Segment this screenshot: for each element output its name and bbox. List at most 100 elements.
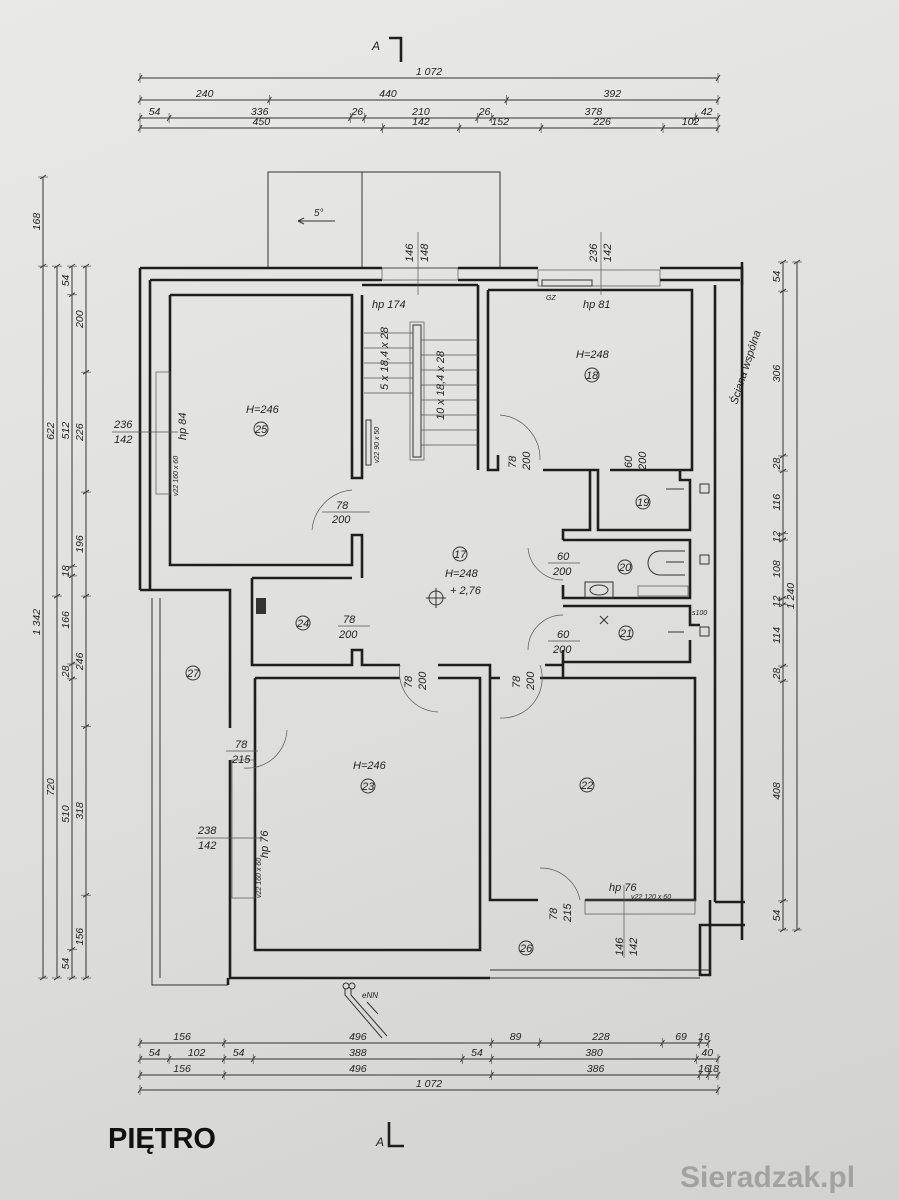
floor-title: PIĘTRO [108, 1123, 216, 1155]
dimension-value: 450 [253, 116, 271, 128]
section-marker-label: A [371, 39, 380, 53]
room-number: 26 [519, 943, 533, 955]
dimension-value: 166 [60, 611, 72, 629]
dimension-value: 408 [771, 782, 783, 800]
dimension-value: 156 [74, 928, 86, 946]
window-height: 148 [419, 243, 431, 262]
window-height: 142 [628, 938, 640, 956]
dimension-value: 1 240 [785, 583, 797, 609]
door-width: 78 [336, 500, 349, 512]
room-height: H=246 [246, 404, 280, 416]
dimension-value: 496 [349, 1031, 367, 1043]
ceiling-vent-icon [599, 615, 609, 625]
window-width: 236 [113, 419, 133, 431]
toilet-icon [647, 550, 685, 576]
door-height: 200 [331, 514, 351, 526]
dimension-value: 336 [251, 106, 269, 118]
dimension-value: 28 [771, 457, 783, 470]
door-width: 60 [557, 551, 570, 563]
room-height: H=248 [445, 568, 479, 580]
door-height: 215 [231, 754, 251, 766]
vent-label: v22 120 x 60 [631, 894, 671, 901]
dimension-value: 1 342 [31, 609, 43, 635]
room-number: 25 [254, 424, 268, 436]
dimension-value: 12 [771, 595, 783, 607]
chimney-icon [256, 598, 266, 614]
stair-treads [364, 332, 478, 446]
room-number: 19 [637, 497, 649, 509]
dimension-value: 210 [411, 106, 430, 118]
window-sill-height: hp 81 [583, 299, 611, 311]
dimension-value: 26 [478, 106, 491, 118]
window-sill-height: hp 84 [177, 412, 189, 440]
door-height: 200 [552, 644, 572, 656]
dimension-value: 196 [74, 535, 86, 553]
door-height: 200 [552, 566, 572, 578]
window-width: 146 [614, 937, 626, 956]
dimension-value: 378 [585, 106, 603, 118]
dimension-value: 386 [587, 1063, 605, 1075]
dimension-value: 54 [60, 958, 72, 970]
dimension-value: 306 [771, 365, 783, 383]
door-height: 200 [417, 671, 429, 691]
radiator-icon [637, 585, 689, 597]
door-height: 200 [637, 451, 649, 471]
room-number: 27 [186, 668, 200, 680]
door-width: 60 [557, 629, 570, 641]
dimension-value: 18 [60, 565, 72, 577]
dimension-value: 510 [60, 805, 72, 823]
dimension-value: 40 [701, 1047, 713, 1059]
dimension-value: 54 [149, 106, 161, 118]
dimension-value: 512 [60, 422, 72, 440]
vent-label: v22 160 x 60 [173, 456, 180, 496]
room-number: 20 [618, 562, 632, 574]
dimension-value: 318 [74, 802, 86, 820]
door-width: 78 [343, 614, 356, 626]
dimension-value: 28 [771, 668, 783, 681]
dimension-value: 18 [707, 1063, 719, 1075]
sink-icon [584, 581, 614, 599]
dimension-value: 116 [771, 494, 783, 511]
section-arrow-icon [387, 1122, 404, 1148]
dimension-value: 226 [74, 423, 86, 442]
dimension-value: 168 [31, 213, 43, 231]
door-width: 78 [507, 455, 519, 468]
dimension-value: 496 [349, 1063, 367, 1075]
window-sill-height: hp 76 [259, 830, 271, 858]
window-width: 238 [197, 825, 217, 837]
electric-connection: eNN [342, 982, 388, 1039]
dimension-value: 152 [491, 116, 509, 128]
exterior-walls [138, 262, 745, 986]
dimension-value: 16 [698, 1063, 710, 1075]
dimension-value: 156 [173, 1031, 191, 1043]
dimension-value: 54 [60, 274, 72, 286]
vent-label: v22 90 x 50 [374, 427, 381, 463]
window-height: 142 [198, 840, 216, 852]
watermark: Sieradzak.pl [680, 1161, 855, 1194]
room-number: 22 [580, 780, 593, 792]
section-marker-bottom: A [375, 1122, 404, 1149]
slope-label: 5° [314, 208, 324, 219]
dimension-value: 1 072 [416, 66, 442, 78]
window-width: 236 [588, 243, 600, 263]
gas-meter-icon [541, 279, 593, 287]
door-height: 200 [338, 629, 358, 641]
dimension-value: 54 [471, 1047, 483, 1059]
terrace-top: 5° [267, 171, 501, 269]
section-marker-top: A [371, 36, 403, 62]
room-number: 18 [586, 370, 599, 382]
room-labels: H=246 25 H=248 18 19 20 21 17 H=248 + 2,… [185, 349, 651, 956]
dimension-value: 228 [591, 1031, 610, 1043]
dimension-value: 156 [173, 1063, 191, 1075]
ventilation-arrow-icon [666, 488, 684, 633]
room-height: H=246 [353, 760, 387, 772]
dimension-value: 54 [149, 1047, 161, 1059]
stair-run-label: 10 x 18,4 x 28 [435, 350, 447, 420]
vent-label: v22 160 x 60 [256, 858, 263, 898]
dimension-value: 26 [350, 106, 363, 118]
dimension-value: 12 [771, 531, 783, 543]
dimension-value: 200 [74, 310, 86, 329]
window-labels: hp 174 146 148 hp 81 236 142 GZ 236 142 … [112, 232, 640, 958]
dimension-value: 622 [45, 422, 57, 440]
